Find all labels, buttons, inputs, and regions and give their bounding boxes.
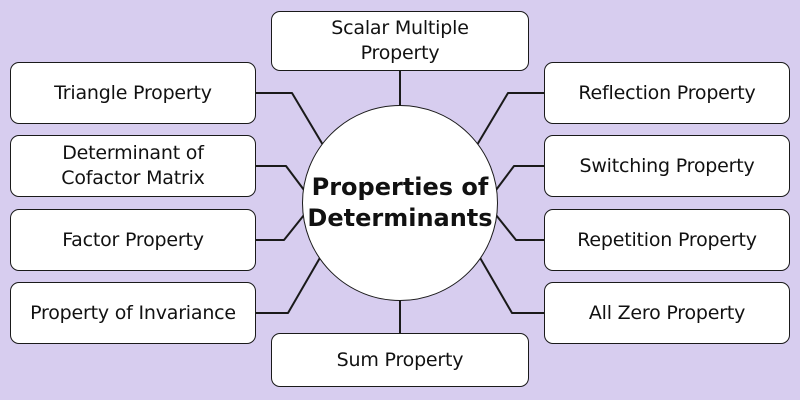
node-label: Determinant of Cofactor Matrix: [61, 142, 205, 189]
node-factor-property: Factor Property: [10, 209, 256, 271]
node-label: Triangle Property: [54, 81, 212, 104]
central-node-label: Properties of Determinants: [307, 173, 493, 232]
central-node-properties-of-determinants: Properties of Determinants: [302, 105, 498, 301]
node-sum-property: Sum Property: [271, 333, 529, 387]
node-triangle-property: Triangle Property: [10, 62, 256, 124]
connector-left-4: [256, 255, 322, 314]
node-label: Factor Property: [62, 228, 204, 251]
node-label: Reflection Property: [578, 81, 756, 104]
connector-left-1: [256, 92, 324, 146]
connector-right-4: [478, 255, 544, 314]
node-label: All Zero Property: [588, 301, 746, 324]
node-reflection-property: Reflection Property: [544, 62, 790, 124]
node-property-of-invariance: Property of Invariance: [10, 282, 256, 344]
node-label: Property of Invariance: [30, 301, 236, 324]
node-label: Switching Property: [579, 154, 755, 177]
node-label: Scalar Multiple Property: [331, 17, 469, 64]
node-determinant-of-cofactor-matrix: Determinant of Cofactor Matrix: [10, 135, 256, 197]
node-label: Repetition Property: [577, 228, 757, 251]
node-scalar-multiple-property: Scalar Multiple Property: [271, 11, 529, 71]
node-repetition-property: Repetition Property: [544, 209, 790, 271]
node-all-zero-property: All Zero Property: [544, 282, 790, 344]
connector-right-3: [495, 214, 544, 241]
connector-left-2: [256, 165, 305, 191]
connector-right-2: [495, 165, 544, 191]
connector-right-1: [476, 92, 544, 146]
connector-left-3: [256, 214, 305, 241]
node-switching-property: Switching Property: [544, 135, 790, 197]
node-label: Sum Property: [336, 348, 464, 371]
